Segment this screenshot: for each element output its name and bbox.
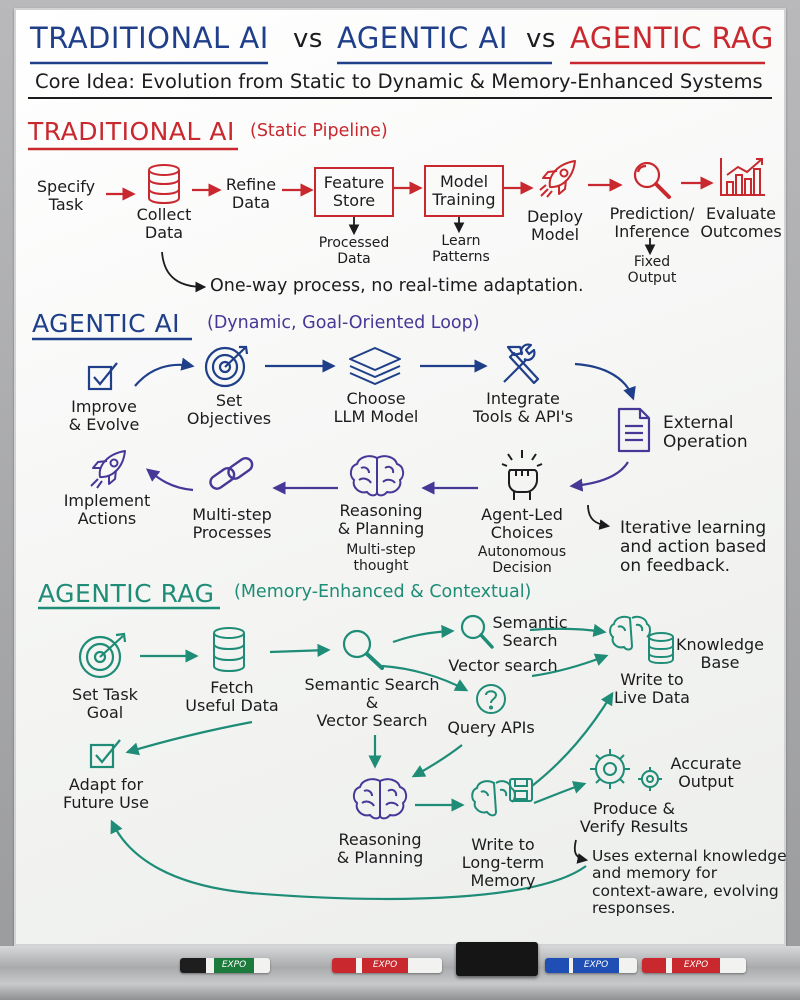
rag-heading: AGENTIC RAG: [38, 579, 215, 608]
agentic-arrows: [134, 357, 636, 530]
title-vs-1: vs: [293, 24, 323, 54]
layers-icon: [349, 347, 401, 385]
step-prediction-inference: Prediction/Inference: [609, 204, 695, 241]
marker-label: EXPO: [214, 958, 254, 973]
tools-icon: [503, 343, 540, 385]
brain-disk-icon: [471, 778, 533, 817]
query-apis-label: Query APIs: [447, 718, 535, 737]
vector-search-label: Vector search: [448, 656, 558, 675]
marker-label: EXPO: [573, 958, 619, 973]
agentic-subheading: (Dynamic, Goal-Oriented Loop): [207, 313, 480, 333]
checkbox-icon: [87, 362, 118, 391]
step-semantic-vector-search: Semantic Search&Vector Search: [304, 675, 440, 730]
traditional-sub-arrows: [161, 216, 656, 293]
checkbox-icon: [89, 739, 121, 769]
brain-icon: [352, 778, 408, 820]
target-icon: [78, 632, 127, 679]
step-reasoning-planning: Reasoning& Planning: [337, 501, 425, 538]
rag-subheading: (Memory-Enhanced & Contextual): [234, 582, 532, 602]
step-improve-evolve: Improve& Evolve: [68, 397, 140, 434]
database-icon: [213, 627, 245, 673]
chain-link-icon: [209, 456, 254, 490]
core-idea-subtitle: Core Idea: Evolution from Static to Dyna…: [35, 70, 763, 93]
brain-icon: [349, 455, 405, 497]
document-icon: [617, 407, 651, 453]
target-icon: [204, 345, 249, 388]
green-marker[interactable]: EXPO: [180, 958, 270, 973]
magnifier-icon: [633, 161, 671, 199]
agentic-heading: AGENTIC AI: [32, 309, 181, 338]
title-underlines: [28, 61, 772, 610]
traditional-heading: TRADITIONAL AI: [28, 117, 235, 146]
rocket-icon: [90, 450, 126, 489]
step-produce-verify: Produce &Verify Results: [579, 799, 689, 836]
red-marker-2[interactable]: EXPO: [642, 958, 746, 973]
whiteboard: [14, 8, 786, 946]
raised-fist-icon: [501, 450, 543, 500]
title-agentic-rag: AGENTIC RAG: [570, 21, 774, 55]
red-marker[interactable]: EXPO: [332, 958, 442, 973]
title-traditional-ai: TRADITIONAL AI: [30, 21, 269, 55]
magnifier-icon: [342, 629, 384, 670]
title-vs-2: vs: [526, 24, 556, 54]
magnifier-icon: [460, 614, 494, 649]
rocket-icon: [539, 160, 576, 198]
database-icon: [148, 164, 180, 205]
bar-chart-icon: [720, 158, 765, 196]
marker-label: EXPO: [362, 958, 408, 973]
eraser[interactable]: [456, 942, 538, 976]
blue-marker[interactable]: EXPO: [545, 958, 637, 973]
traditional-arrows: [106, 176, 714, 201]
gear-icon: [590, 749, 662, 791]
step-rag-reasoning-planning: Reasoning& Planning: [336, 830, 424, 867]
marker-label: EXPO: [672, 958, 720, 973]
title-agentic-ai: AGENTIC AI: [337, 21, 508, 55]
traditional-subheading: (Static Pipeline): [250, 121, 388, 141]
traditional-note: One-way process, no real-time adaptation…: [210, 276, 584, 296]
rag-arrows: [110, 623, 614, 901]
question-icon: [476, 684, 506, 714]
brain-database-icon: [609, 615, 674, 665]
marker-tray: [0, 946, 800, 1000]
